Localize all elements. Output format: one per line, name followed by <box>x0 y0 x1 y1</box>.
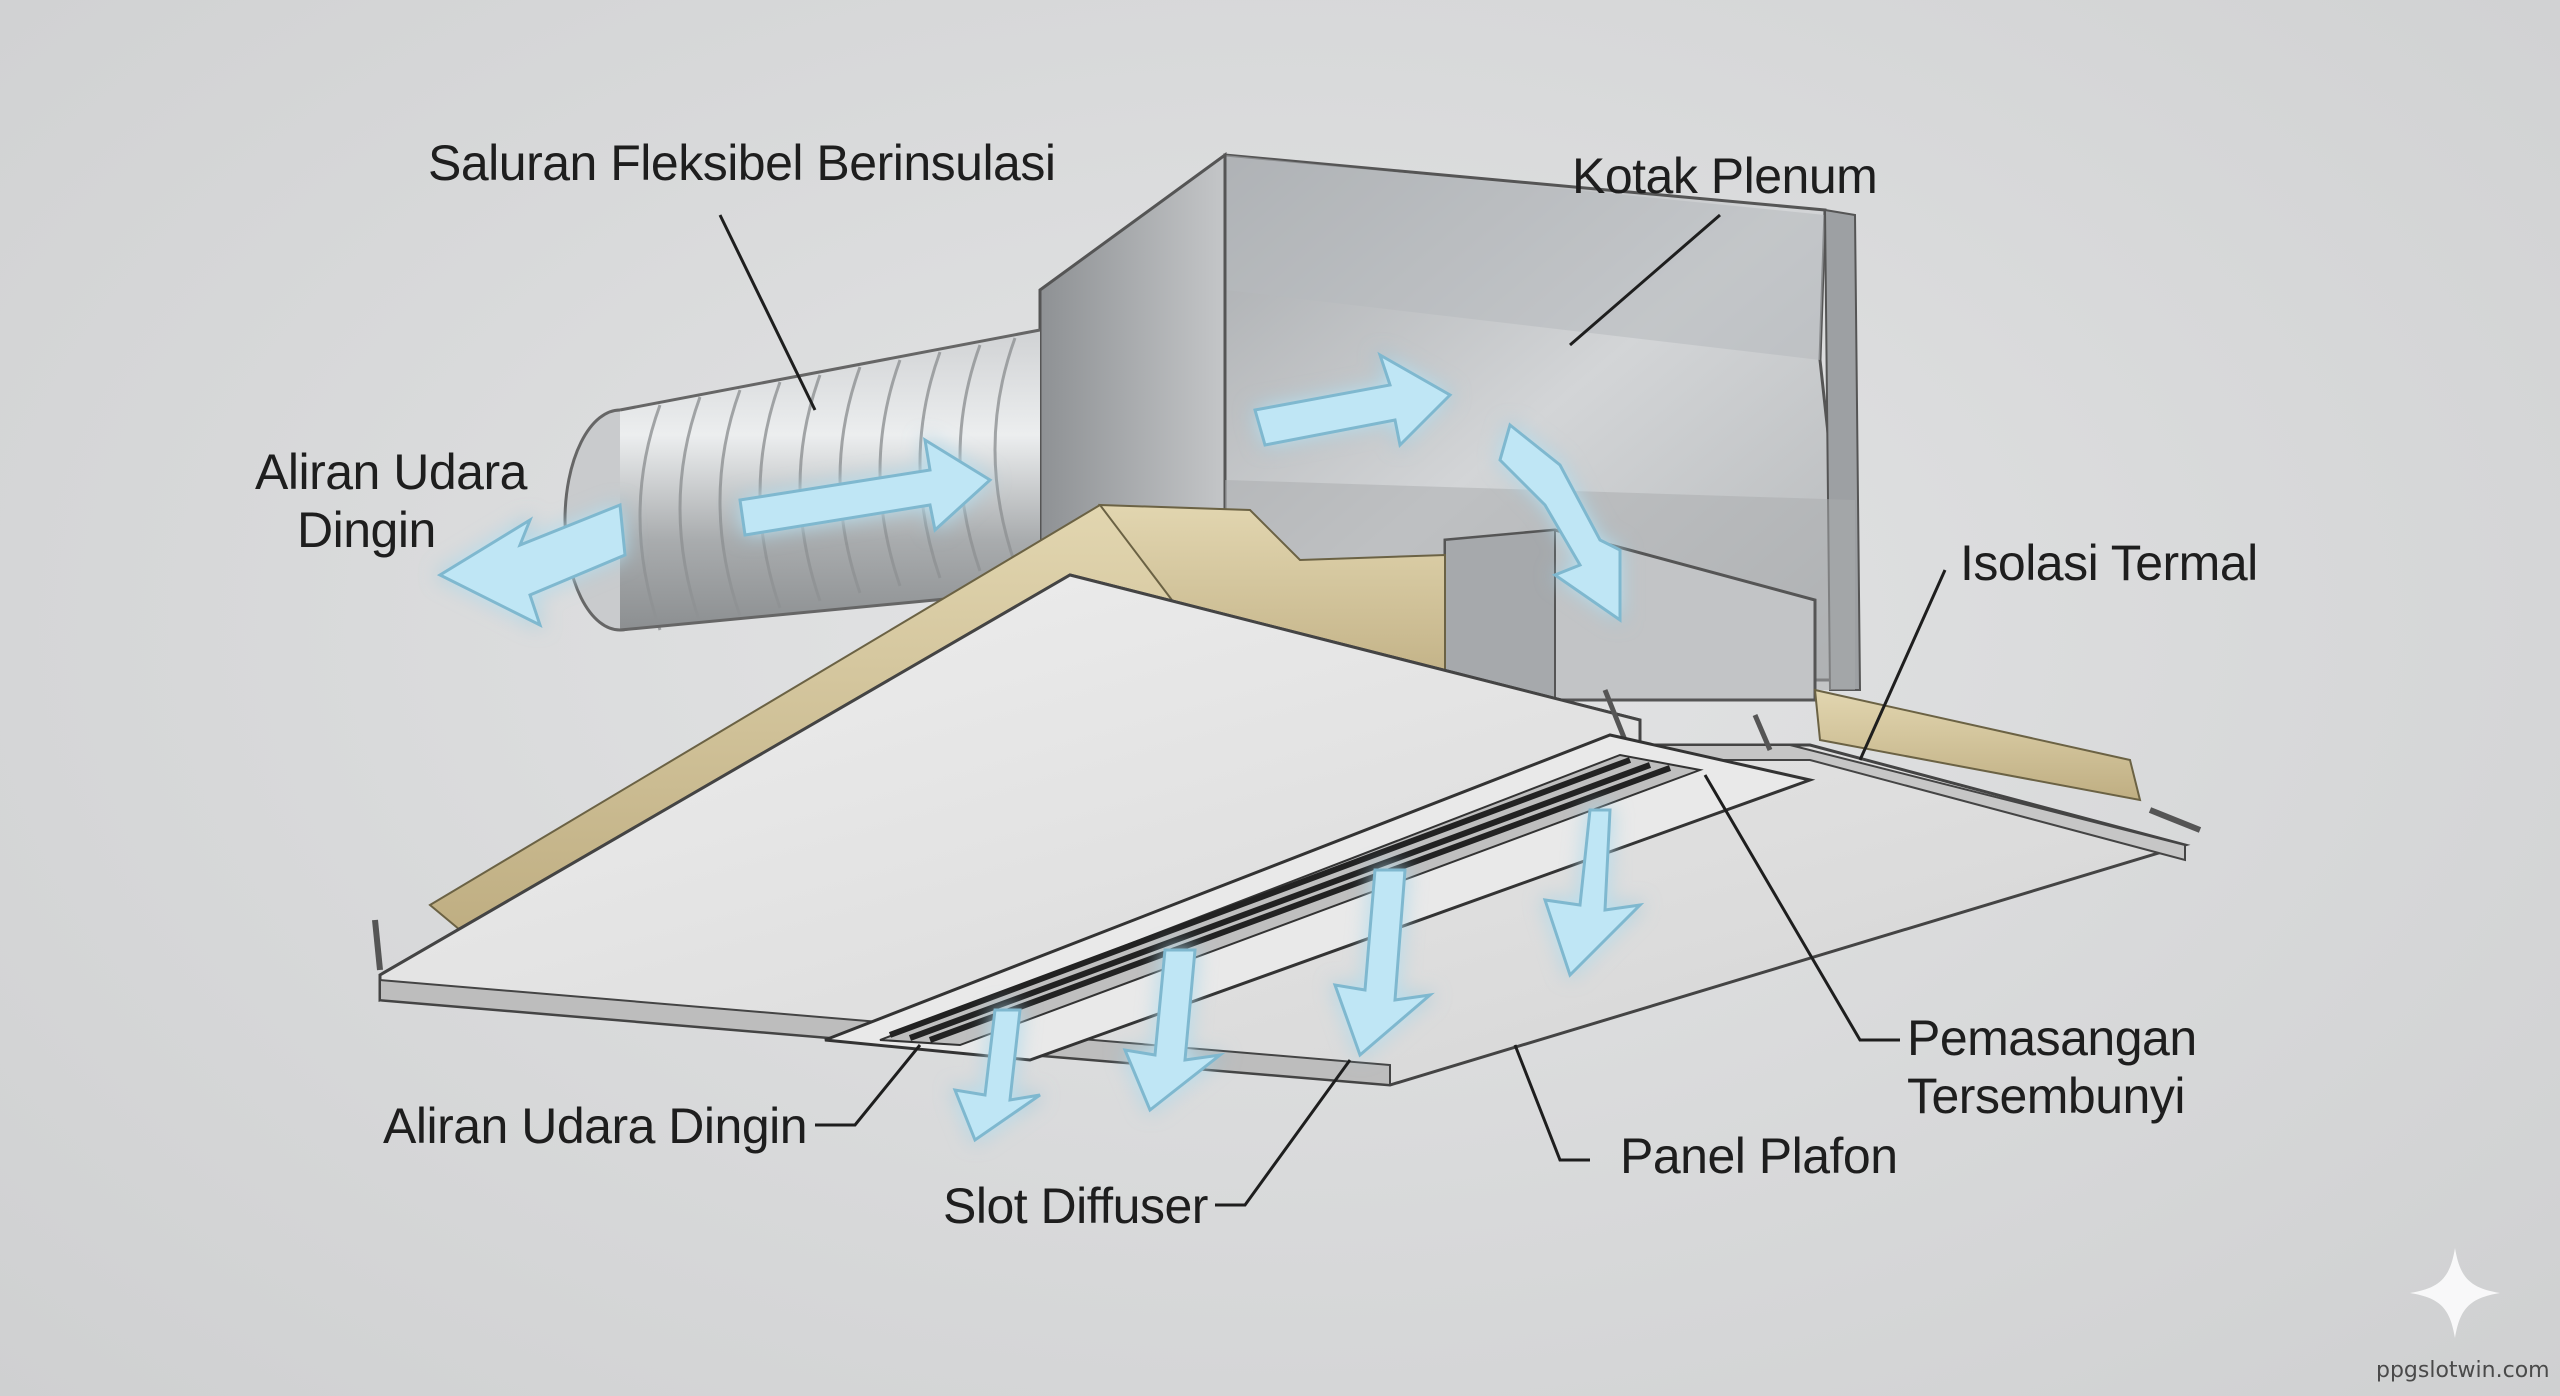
label-cold-air-bottom: Aliran Udara Dingin <box>383 1098 808 1154</box>
plenum-box <box>1038 152 1862 702</box>
label-slot-diffuser: Slot Diffuser <box>943 1178 1208 1234</box>
label-flex-duct: Saluran Fleksibel Berinsulasi <box>428 135 1056 191</box>
label-concealed-mount-line1: Pemasangan <box>1907 1010 2197 1066</box>
label-ceiling-panel: Panel Plafon <box>1620 1128 1898 1184</box>
airflow-arrows <box>436 351 1645 1143</box>
ceiling-panel-shape <box>372 573 2202 1087</box>
leader-lines <box>718 213 1947 1207</box>
sparkle-icon <box>2410 1248 2500 1338</box>
label-cold-air-left-line2: Dingin <box>297 502 436 558</box>
slot-diffuser-shape <box>824 733 1816 1062</box>
label-thermal-insulation: Isolasi Termal <box>1960 535 2258 591</box>
label-cold-air-left-line1: Aliran Udara <box>255 444 527 500</box>
label-plenum-box: Kotak Plenum <box>1572 148 1878 204</box>
watermark-text: ppgslotwin.com <box>2376 1358 2550 1383</box>
label-concealed-mount-line2: Tersembunyi <box>1907 1068 2185 1124</box>
